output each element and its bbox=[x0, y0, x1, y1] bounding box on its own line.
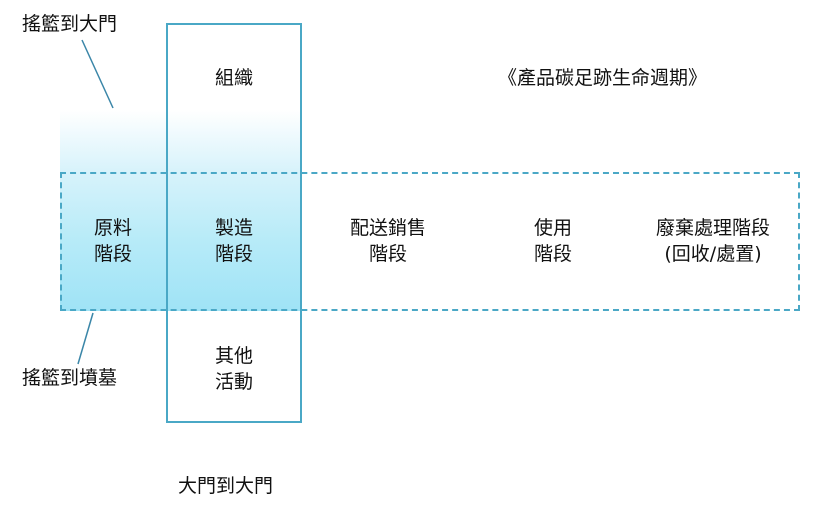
cradle-to-grave-leader bbox=[77, 312, 94, 365]
gate-to-gate-frame bbox=[166, 23, 302, 423]
stage-manufacturing: 製造 階段 bbox=[164, 215, 304, 267]
cradle-to-gate-highlight bbox=[60, 110, 302, 311]
cradle-to-gate-leader bbox=[81, 39, 114, 109]
stage-raw-materials: 原料 階段 bbox=[43, 215, 183, 267]
stage-line-1: 使用 bbox=[533, 217, 572, 239]
stage-line-2: 階段 bbox=[93, 243, 132, 265]
diagram-title: 《產品碳足跡生命週期》 bbox=[498, 67, 708, 89]
stage-line-2: (回收/處置) bbox=[664, 243, 762, 265]
other-activities-line-1: 其他 bbox=[214, 345, 253, 367]
stage-use: 使用 階段 bbox=[483, 215, 623, 267]
gate-to-gate-label: 大門到大門 bbox=[178, 475, 274, 497]
cradle-to-grave-label: 搖籃到墳墓 bbox=[22, 367, 118, 389]
stage-distribution: 配送銷售 階段 bbox=[318, 215, 458, 267]
cradle-to-grave-dashed-frame bbox=[60, 172, 800, 311]
stage-line-1: 配送銷售 bbox=[349, 217, 426, 239]
stage-line-2: 階段 bbox=[368, 243, 407, 265]
other-activities-line-2: 活動 bbox=[214, 371, 253, 393]
stage-line-2: 階段 bbox=[533, 243, 572, 265]
organization-label: 組織 bbox=[214, 67, 253, 89]
stage-line-1: 原料 bbox=[93, 217, 132, 239]
stage-line-1: 廢棄處理階段 bbox=[655, 217, 770, 239]
stage-line-2: 階段 bbox=[214, 243, 253, 265]
other-activities-label: 其他 活動 bbox=[166, 343, 302, 395]
stage-disposal: 廢棄處理階段 (回收/處置) bbox=[638, 215, 788, 267]
stage-line-1: 製造 bbox=[214, 217, 253, 239]
cradle-to-gate-label: 搖籃到大門 bbox=[22, 13, 118, 35]
